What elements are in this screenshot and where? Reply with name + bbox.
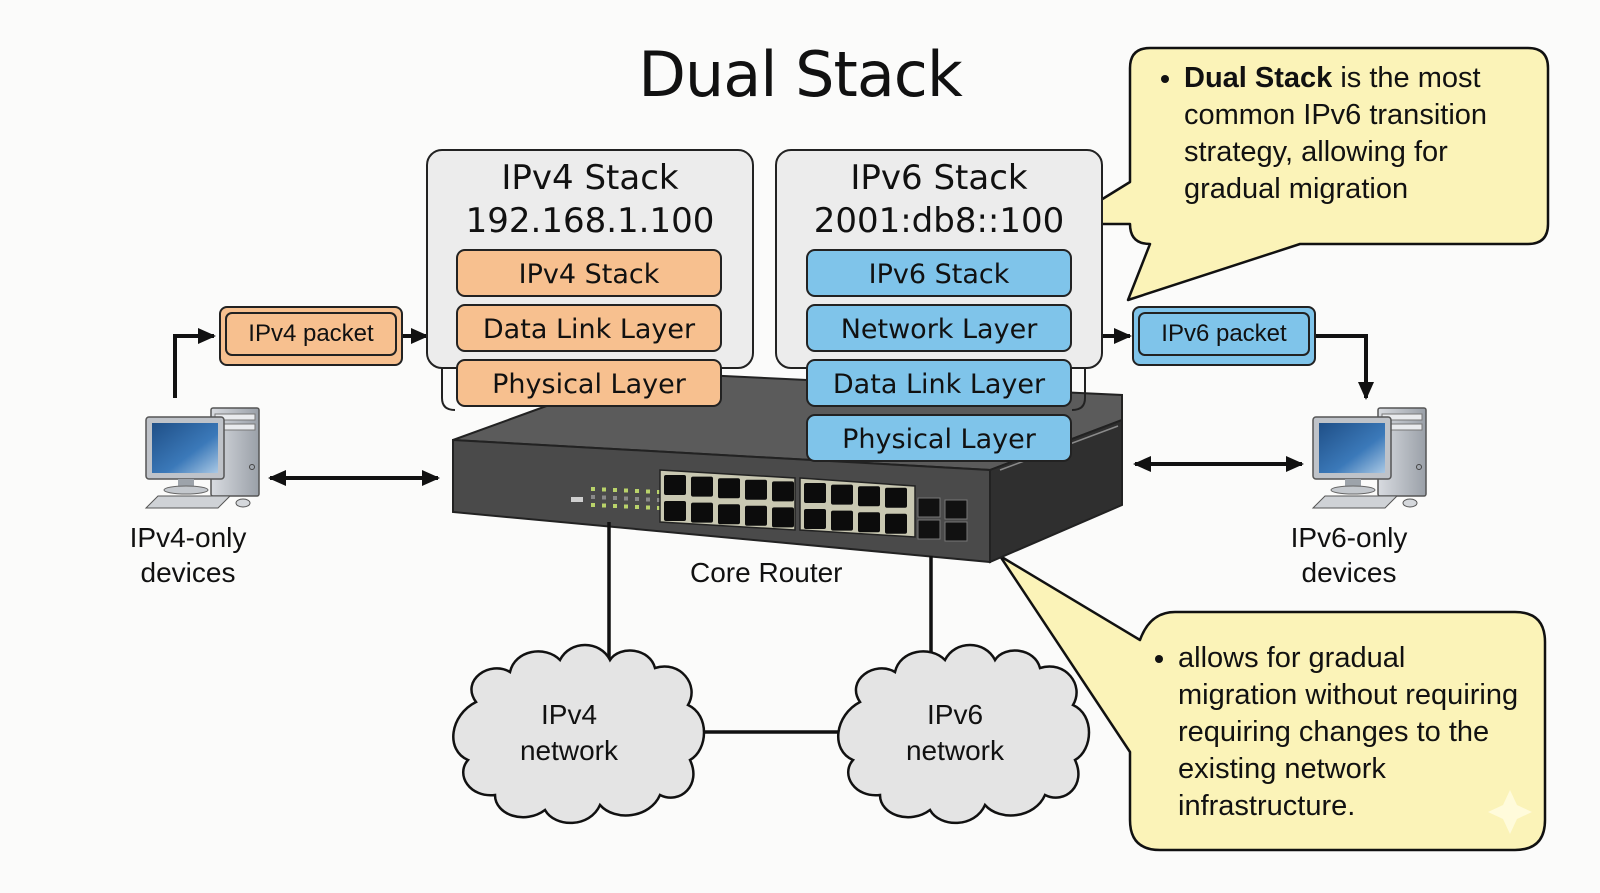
ethernet-port-icon — [858, 512, 880, 533]
ethernet-port-icon — [691, 502, 713, 523]
status-led-icon — [613, 488, 617, 492]
status-led-icon — [591, 503, 595, 507]
ethernet-port-icon — [772, 481, 794, 502]
ipv6-stack-title: IPv6 Stack — [850, 158, 1028, 198]
sparkle-icon — [1488, 790, 1532, 834]
ethernet-port-icon — [691, 476, 713, 497]
ethernet-port-icon — [718, 504, 740, 525]
status-led-icon — [657, 498, 661, 502]
status-led-icon — [624, 488, 628, 493]
ipv6-device-label-line1: IPv6-only — [1290, 522, 1408, 553]
ipv4-only-devices-label: IPv4-only devices — [88, 520, 288, 590]
status-led-icon — [613, 504, 617, 508]
status-led-icon — [613, 496, 617, 500]
ipv4-device-label-line2: devices — [140, 557, 236, 588]
ipv6-network-label: IPv6 network — [875, 697, 1035, 769]
status-led-icon — [635, 489, 639, 493]
ipv4-network-cloud — [452, 643, 706, 825]
ipv4-layer-physical: Physical Layer — [456, 359, 722, 407]
page-title: Dual Stack — [638, 38, 963, 111]
callout-top-bullet: Dual Stack is the most common IPv6 trans… — [1184, 60, 1528, 208]
ethernet-port-icon — [804, 509, 826, 529]
sfp-port-icon — [917, 519, 941, 540]
ipv6-layer-stack: IPv6 Stack — [806, 249, 1072, 297]
ipv4-packet-label: IPv4 packet — [225, 312, 397, 356]
ethernet-port-icon — [745, 505, 767, 526]
ipv4-stack-title: IPv4 Stack — [501, 158, 679, 198]
status-led-icon — [646, 489, 650, 494]
ethernet-port-icon — [858, 486, 880, 507]
status-led-icon — [646, 505, 650, 510]
callout-top-bold: Dual Stack — [1184, 62, 1333, 94]
ipv4-layer-data-link: Data Link Layer — [456, 304, 722, 352]
ethernet-port-icon — [831, 484, 853, 505]
ethernet-port-icon — [772, 507, 794, 528]
ethernet-port-icon — [745, 479, 767, 500]
router-status-leds — [571, 497, 583, 502]
status-led-icon — [657, 490, 661, 494]
callout-bottom-bullet: allows for gradual migration without req… — [1178, 640, 1522, 825]
status-led-icon — [624, 504, 628, 509]
status-led-icon — [602, 495, 606, 500]
ipv4-network-label-line2: network — [519, 735, 619, 766]
status-led-icon — [591, 487, 595, 491]
core-router-label: Core Router — [690, 557, 843, 588]
callout-top-text: is the most common IPv6 transition strat… — [1184, 62, 1488, 205]
ipv4-device-label-line1: IPv4-only — [129, 522, 247, 553]
status-led-icon — [624, 496, 628, 501]
ethernet-port-icon — [885, 487, 907, 508]
sfp-port-icon — [917, 497, 941, 518]
sfp-port-icon — [944, 499, 968, 520]
ipv4-address: 192.168.1.100 — [465, 201, 715, 241]
ipv6-layer-physical: Physical Layer — [806, 414, 1072, 462]
ipv6-only-devices-label: IPv6-only devices — [1249, 520, 1449, 590]
ipv6-packet-label: IPv6 packet — [1138, 312, 1310, 356]
callout-bottom-shape — [998, 554, 1547, 852]
callout-top: Dual Stack is the most common IPv6 trans… — [1128, 60, 1528, 208]
status-led-icon — [602, 503, 606, 508]
ipv6-network-label-line1: IPv6 — [926, 699, 984, 730]
arrow-ipv6-packet-to-device — [1314, 334, 1374, 400]
status-led-icon — [646, 497, 650, 502]
ipv4-packet: IPv4 packet — [219, 306, 403, 366]
ethernet-port-icon — [718, 478, 740, 499]
ipv6-address: 2001:db8::100 — [813, 201, 1065, 241]
status-led-icon — [657, 506, 661, 510]
sfp-port-icon — [944, 521, 968, 542]
ethernet-port-icon — [664, 475, 686, 495]
ethernet-port-icon — [664, 501, 686, 521]
ipv4-network-label-line1: IPv4 — [540, 699, 598, 730]
status-led-icon — [602, 487, 606, 492]
callout-top-shape — [1060, 46, 1550, 302]
status-led-icon — [635, 497, 639, 501]
ipv6-layer-network: Network Layer — [806, 304, 1072, 352]
arrow-device-to-ipv4-packet — [173, 328, 216, 398]
status-led-icon — [635, 505, 639, 509]
ipv6-network-label-line2: network — [905, 735, 1005, 766]
ipv6-device-label-line2: devices — [1301, 557, 1397, 588]
ipv4-only-computer-icon — [144, 407, 260, 509]
ipv6-layer-data-link: Data Link Layer — [806, 359, 1072, 407]
status-led-icon — [591, 495, 595, 499]
ipv6-network-cloud — [837, 643, 1091, 825]
ethernet-port-icon — [885, 513, 907, 534]
ipv4-layer-stack: IPv4 Stack — [456, 249, 722, 297]
ethernet-port-icon — [804, 483, 826, 503]
ipv4-network-label: IPv4 network — [489, 697, 649, 769]
ethernet-port-icon — [831, 510, 853, 531]
callout-bottom: allows for gradual migration without req… — [1122, 640, 1522, 825]
ipv6-only-computer-icon — [1311, 407, 1427, 509]
ipv6-packet: IPv6 packet — [1132, 306, 1316, 366]
